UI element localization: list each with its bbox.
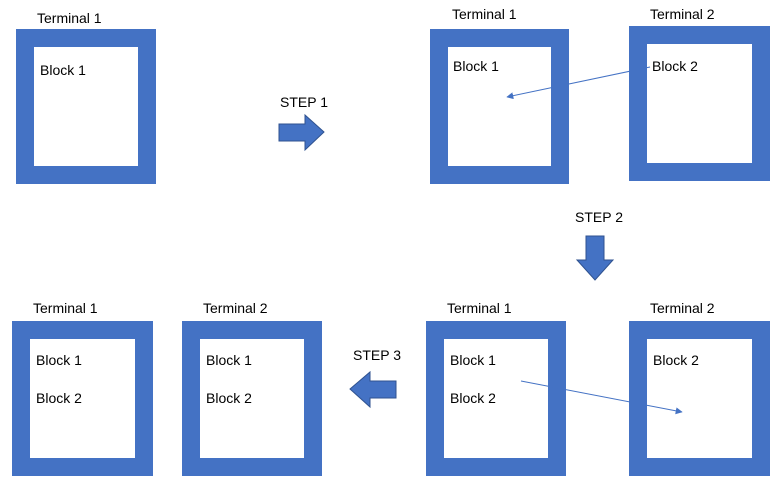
step3-label: STEP 3 <box>353 347 401 363</box>
after-step2-terminal2-block-2: Block 2 <box>653 352 699 368</box>
after-step3-terminal2 <box>182 321 322 476</box>
after-step1-terminal2 <box>629 26 770 181</box>
arrow-down-icon <box>575 235 615 281</box>
initial-terminal1 <box>16 29 156 184</box>
after-step3-terminal1-block-1: Block 1 <box>36 352 82 368</box>
after-step3-terminal1-title: Terminal 1 <box>33 300 98 316</box>
arrow-right-icon <box>278 113 325 152</box>
after-step2-terminal1-title: Terminal 1 <box>447 300 512 316</box>
after-step1-terminal2-block-2: Block 2 <box>652 58 698 74</box>
after-step3-terminal2-block-1: Block 1 <box>206 352 252 368</box>
after-step1-terminal1-title: Terminal 1 <box>452 6 517 22</box>
after-step2-terminal2 <box>629 321 770 476</box>
after-step2-terminal1-block-1: Block 1 <box>450 352 496 368</box>
after-step3-terminal2-block-2: Block 2 <box>206 390 252 406</box>
after-step2-terminal1-block-2: Block 2 <box>450 390 496 406</box>
after-step2-terminal1 <box>426 321 566 476</box>
after-step1-terminal1-block-1: Block 1 <box>453 58 499 74</box>
connector-terminal1-to-terminal2 <box>520 380 683 415</box>
initial-terminal1-block-1: Block 1 <box>40 62 86 78</box>
after-step3-terminal2-title: Terminal 2 <box>203 300 268 316</box>
initial-terminal1-title: Terminal 1 <box>37 10 102 26</box>
after-step2-terminal2-title: Terminal 2 <box>650 300 715 316</box>
after-step1-terminal1 <box>430 29 569 184</box>
after-step3-terminal1 <box>12 321 153 476</box>
step2-label: STEP 2 <box>575 209 623 225</box>
after-step1-terminal2-title: Terminal 2 <box>650 6 715 22</box>
step1-label: STEP 1 <box>280 94 328 110</box>
connector-block2-to-terminal1 <box>506 66 651 100</box>
after-step3-terminal1-block-2: Block 2 <box>36 390 82 406</box>
arrow-left-icon <box>349 370 397 409</box>
